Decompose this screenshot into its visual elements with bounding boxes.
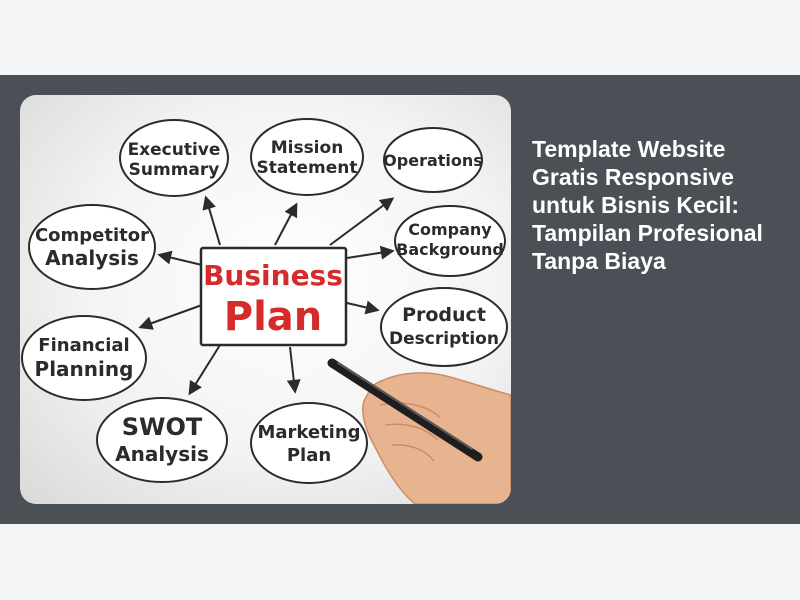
bubble-company-background: Company Background: [394, 205, 506, 277]
business-plan-image[interactable]: Business Plan Executive Summary Mission …: [20, 95, 511, 504]
center-line2: Plan: [224, 294, 323, 340]
bubble-financial-planning-line2: Planning: [35, 357, 134, 381]
bubble-mission-statement-line2: Statement: [257, 158, 358, 178]
marker-highlight: [337, 362, 473, 450]
business-plan-mindmap: Business Plan Executive Summary Mission …: [21, 118, 511, 504]
bubble-operations-line1: Operations: [383, 151, 483, 170]
bubble-product-description: Product Description: [380, 287, 508, 367]
arrow-executive-summary: [202, 195, 221, 246]
bubble-competitor-analysis: Competitor Analysis: [28, 204, 156, 290]
hand-with-marker: [327, 358, 511, 504]
bubble-product-description-line1: Product: [402, 304, 486, 326]
bubble-swot-analysis: SWOT Analysis: [96, 397, 228, 483]
hand-fingers: [379, 402, 441, 462]
center-box: Business Plan: [199, 246, 348, 347]
center-line1: Business: [203, 259, 343, 292]
bubble-company-background-line1: Company: [408, 220, 492, 239]
bubble-executive-summary-line1: Executive: [128, 140, 221, 160]
bubble-operations: Operations: [383, 127, 483, 193]
arrow-mission-statement: [274, 202, 298, 246]
bubble-executive-summary-line2: Summary: [129, 160, 220, 180]
bubble-financial-planning: Financial Planning: [21, 315, 147, 401]
bubble-mission-statement-line1: Mission: [271, 138, 344, 158]
bubble-swot-analysis-line2: Analysis: [115, 442, 209, 466]
bubble-company-background-line2: Background: [396, 240, 504, 259]
bubble-mission-statement: Mission Statement: [250, 118, 364, 196]
bubble-swot-analysis-line1: SWOT: [122, 413, 203, 441]
bubble-executive-summary: Executive Summary: [119, 119, 229, 197]
arrow-swot-analysis: [188, 344, 221, 396]
arrow-competitor-analysis: [157, 250, 203, 266]
arrow-product-description: [346, 300, 380, 315]
marker-pen: [327, 358, 483, 462]
hero-band: Business Plan Executive Summary Mission …: [0, 75, 800, 524]
post-title[interactable]: Template Website Gratis Responsive untuk…: [532, 136, 763, 274]
bubble-marketing-plan-line2: Plan: [287, 445, 331, 466]
arrows: [138, 195, 395, 396]
bubble-product-description-line2: Description: [389, 329, 499, 349]
bubble-marketing-plan-line1: Marketing: [257, 422, 360, 443]
bubble-competitor-analysis-line2: Analysis: [45, 246, 139, 270]
bubble-competitor-analysis-line1: Competitor: [35, 225, 149, 246]
arrow-marketing-plan: [286, 346, 301, 394]
bubble-marketing-plan: Marketing Plan: [250, 402, 368, 484]
arrow-company-background: [346, 245, 395, 260]
arrow-financial-planning: [138, 304, 203, 330]
bubble-financial-planning-line1: Financial: [38, 335, 129, 356]
arrow-operations: [329, 197, 395, 246]
